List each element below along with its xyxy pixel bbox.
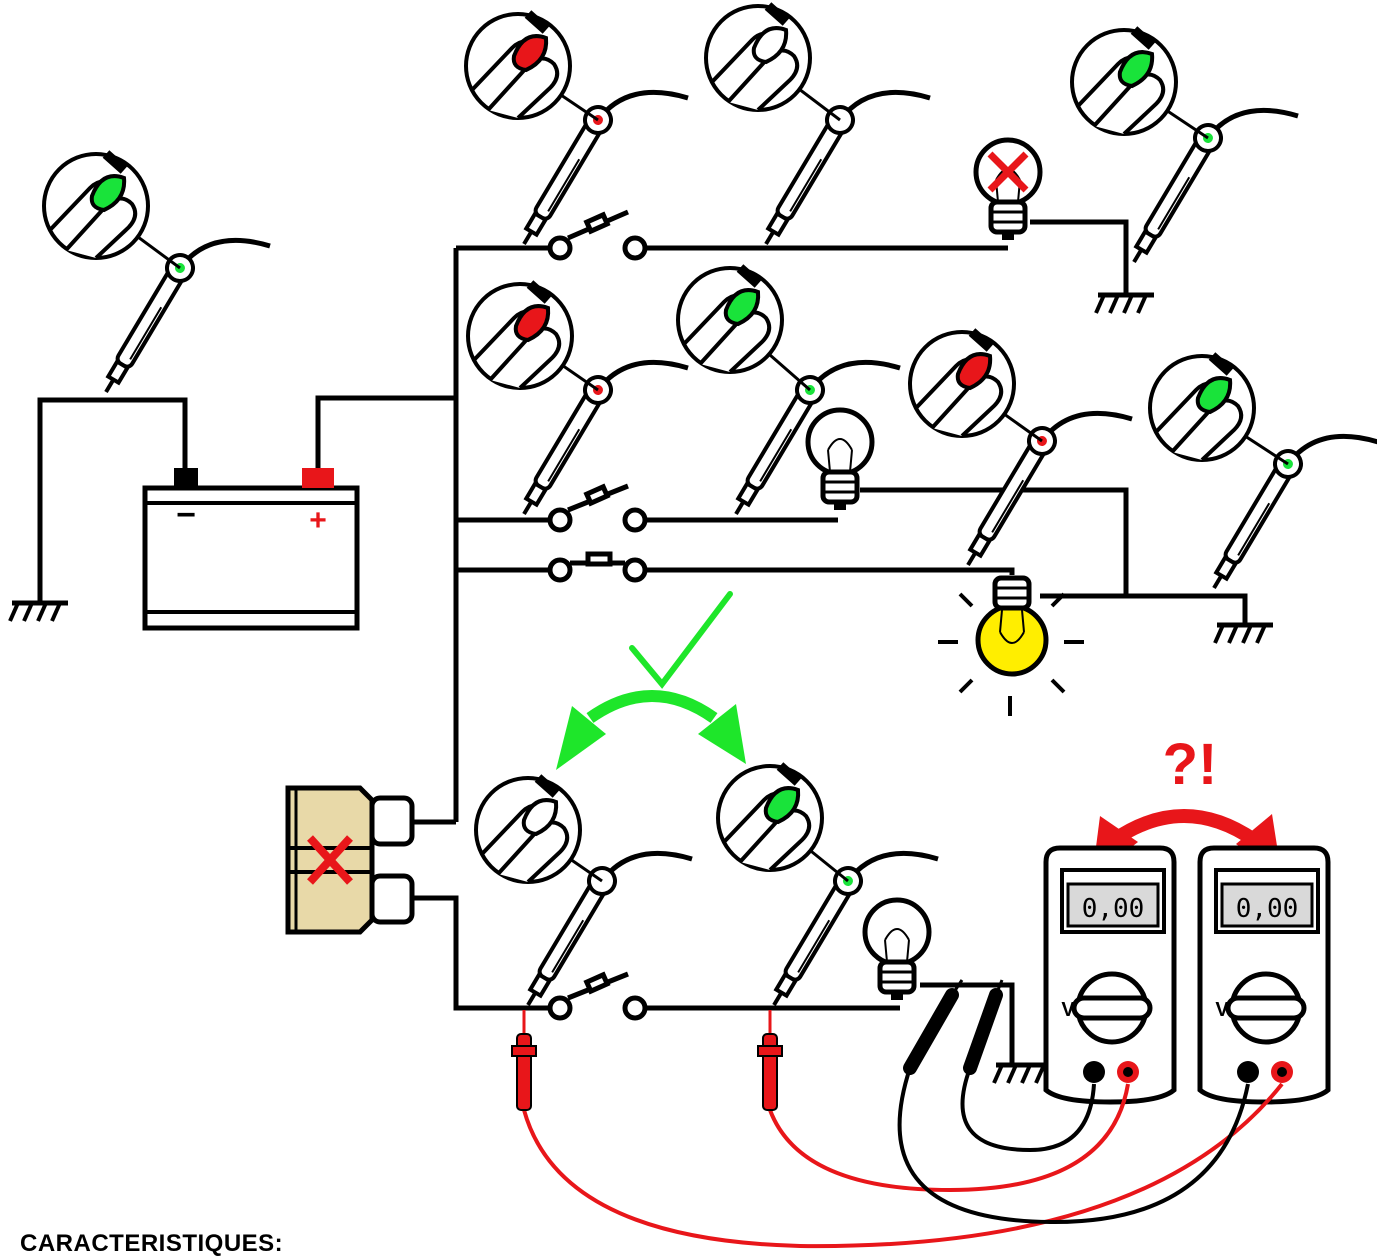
ok-indicator [556,591,746,770]
test-probe-p-sw2-out [676,264,901,516]
battery-positive-terminal [302,468,334,488]
black-probe-left [903,979,964,1075]
probe-body [1212,449,1303,590]
red-lead-2 [768,1083,1130,1193]
multimeter-left: 0,00 V [1043,845,1177,1105]
magnified-indicator [89,174,127,213]
caption-heading: CARACTERISTIQUES: [20,1230,284,1257]
red-probe-right [757,1010,783,1111]
wiring [37,219,1248,1065]
black-probe-right [963,979,1004,1075]
multimeter-left-mode: V [1061,999,1075,1021]
multimeter-left-reading: 0,00 [1082,894,1145,924]
magnifier-lens [464,10,572,120]
probe-body [764,105,855,246]
switch-branch3-closed [547,551,648,583]
bulb-branch4-off [865,900,929,1000]
ground-symbol-branch1 [1096,295,1154,313]
magnifier-lens [676,264,784,374]
test-probe-p-sw1-out [704,2,931,246]
magnifier-lens [908,328,1016,438]
probe-body [1132,123,1223,264]
test-probes [42,2,1377,1007]
test-probe-p-sw2-in [466,280,689,516]
battery-negative-terminal [174,468,198,488]
magnified-indicator [513,304,551,343]
magnified-indicator [1195,376,1233,415]
probe-body [772,866,863,1007]
magnified-indicator [1117,50,1155,89]
magnifier-lens [42,150,150,260]
test-probe-p-battery-neg [42,150,271,394]
probe-body [522,375,613,516]
battery-plus-sign: + [309,504,327,537]
magnifier-lens [474,774,582,884]
blown-fuse [285,785,415,935]
magnified-indicator [751,26,789,65]
battery-minus-sign: − [176,496,196,534]
multimeter-right: 0,00 V [1197,845,1331,1105]
switch-branch4 [547,971,648,1021]
black-lead-2 [960,1067,1096,1153]
magnifier-lens [1148,352,1256,462]
magnified-indicator [955,352,993,391]
ok-arrow-right [698,704,746,764]
magnified-indicator [511,34,549,73]
red-probe-left [511,1010,537,1111]
light-rays [938,592,1084,716]
test-leads [522,1067,1284,1249]
red-lead-1 [522,1082,1284,1249]
ground-symbol-battery [10,603,68,621]
test-probe-p-lamp2-out [908,328,1133,567]
magnifier-lens [716,762,824,872]
multimeter-right-mode: V [1215,999,1229,1021]
bulb-branch2-off [808,410,872,510]
multimeter-right-reading: 0,00 [1236,894,1299,924]
battery: − + [142,468,360,631]
test-probe-p-sw1-in [464,10,689,246]
test-probe-p-ground-1 [1070,26,1299,264]
magnified-indicator [521,798,559,837]
probe-body [104,253,195,394]
ok-arrow-left [556,706,606,770]
magnified-indicator [723,288,761,327]
magnifier-lens [704,2,812,112]
question-exclaim: ?! [1163,732,1218,797]
black-lead-1 [897,1067,1250,1225]
test-probe-p-ground-2 [1148,352,1377,590]
probe-body [966,426,1057,567]
bulb-branch1-blown [976,140,1040,240]
magnifier-lens [466,280,574,390]
magnified-indicator [763,786,801,825]
test-probe-p-sw4-out [716,762,939,1007]
ground-symbol-branch3 [1215,625,1273,643]
probe-body [526,866,617,1007]
bulb-branch3-lit [975,575,1049,677]
magnifier-lens [1070,26,1178,136]
ground-symbol-branch4 [994,1065,1052,1083]
switch-branch1 [547,209,648,261]
switch-branch2 [547,483,648,533]
test-probe-p-fuse-out [474,774,693,1007]
